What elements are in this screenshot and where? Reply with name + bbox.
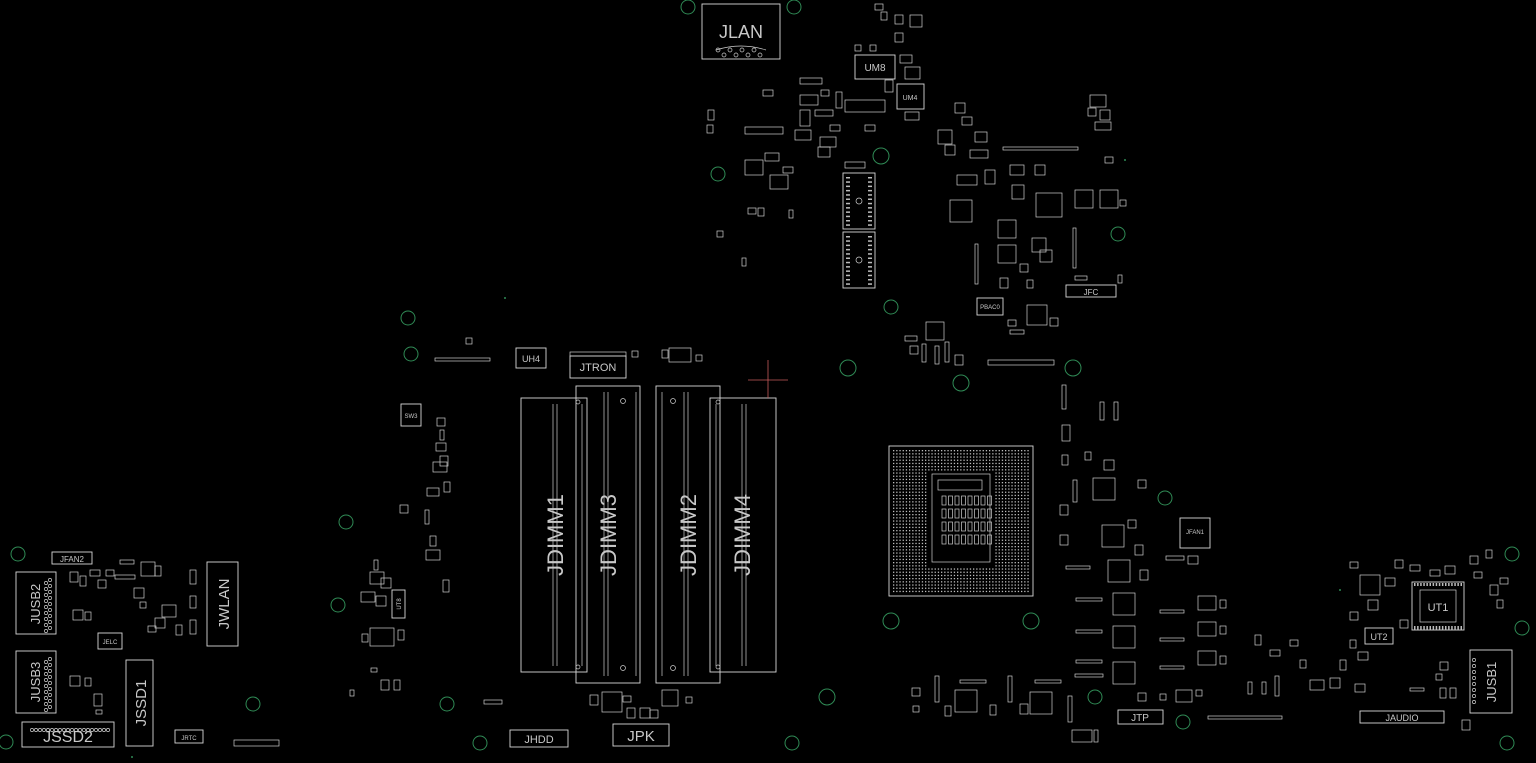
jelc-label: JELC (103, 640, 118, 646)
jaudio-connector[interactable]: JAUDIO (1359, 710, 1445, 724)
jusb3-label: JUSB3 (28, 662, 43, 702)
jssd1-label: JSSD1 (133, 680, 150, 727)
um8-label: UM8 (864, 63, 886, 74)
jdimm1-label: JDIMM1 (543, 494, 568, 576)
component-cluster-center (434, 337, 703, 719)
crosshair-marker (748, 360, 788, 398)
jssd1-connector[interactable]: JSSD1 (125, 659, 154, 747)
jdimm2-label: JDIMM2 (676, 494, 701, 576)
jhdd-label: JHDD (524, 734, 553, 746)
jfc-connector[interactable]: JFC (1065, 284, 1117, 298)
jtp-connector[interactable]: JTP (1117, 709, 1164, 725)
ut1-chip[interactable]: UT1 (1411, 581, 1465, 631)
jrtc-connector[interactable]: JRTC (174, 729, 204, 744)
jwlan-label: JWLAN (216, 579, 233, 630)
uh4-label: UH4 (522, 354, 540, 364)
component-cluster-upper-right (937, 102, 1127, 410)
jwlan-connector[interactable]: JWLAN (206, 561, 239, 647)
sw3-switch[interactable]: SW3 (400, 403, 422, 427)
component-cluster-mid-right (904, 304, 1059, 366)
jfan1-label: JFAN1 (1186, 530, 1205, 536)
ut2-label: UT2 (1370, 632, 1387, 642)
dimm-slots[interactable]: JDIMM1 JDIMM3 JDIMM2 JDIMM4 (520, 385, 777, 684)
jusb2-connector[interactable]: JUSB2 (15, 571, 57, 635)
ut8-chip[interactable]: UT8 (391, 589, 406, 619)
ut2-chip[interactable]: UT2 (1364, 627, 1394, 645)
jfc-label: JFC (1084, 288, 1099, 297)
jelc-chip[interactable]: JELC (97, 632, 123, 650)
jssd2-label: JSSD2 (43, 729, 93, 746)
sw3-label: SW3 (404, 414, 418, 420)
jusb3-connector[interactable]: JUSB3 (15, 650, 57, 714)
component-cluster-audio (1247, 549, 1509, 731)
jaudio-label: JAUDIO (1385, 713, 1418, 723)
jpk-label: JPK (627, 728, 655, 745)
component-cluster-bottom-left (69, 559, 280, 747)
component-cluster-top (706, 3, 1114, 267)
jusb2-label: JUSB2 (28, 584, 43, 624)
jfan2-label: JFAN2 (60, 555, 85, 564)
component-cluster-bottom-center (911, 675, 1283, 743)
um8-chip[interactable]: UM8 (854, 54, 896, 80)
pbac-label: PBAC0 (980, 305, 1000, 311)
component-cluster-vrm (1059, 401, 1227, 685)
dual-chip-stack (842, 161, 876, 289)
pbac-chip[interactable]: PBAC0 (976, 297, 1004, 316)
jtron-label: JTRON (580, 362, 617, 374)
jusb1-label: JUSB1 (1484, 662, 1499, 702)
jpk-connector[interactable]: JPK (612, 723, 670, 747)
jdimm3-label: JDIMM3 (596, 494, 621, 576)
jlan-connector[interactable]: JLAN (701, 3, 781, 60)
jrtc-label: JRTC (181, 736, 197, 742)
um4-label: UM4 (903, 95, 918, 102)
jlan-label: JLAN (719, 22, 763, 42)
um4-chip[interactable]: UM4 (896, 83, 925, 110)
jfan2-connector[interactable]: JFAN2 (51, 551, 93, 565)
uh4-chip[interactable]: UH4 (515, 347, 547, 369)
jtp-label: JTP (1131, 713, 1149, 724)
jfan1-connector[interactable]: JFAN1 (1179, 517, 1211, 549)
ut1-label: UT1 (1428, 602, 1449, 614)
cpu-socket[interactable] (888, 445, 1034, 597)
jdimm4-label: JDIMM4 (730, 494, 755, 576)
ut8-label: UT8 (397, 598, 403, 610)
component-cluster-left-center (349, 417, 451, 697)
jtron-connector[interactable]: JTRON (569, 351, 627, 379)
jhdd-connector[interactable]: JHDD (509, 729, 569, 748)
jusb1-connector[interactable]: JUSB1 (1469, 649, 1513, 714)
jssd2-connector[interactable]: JSSD2 (21, 721, 115, 748)
